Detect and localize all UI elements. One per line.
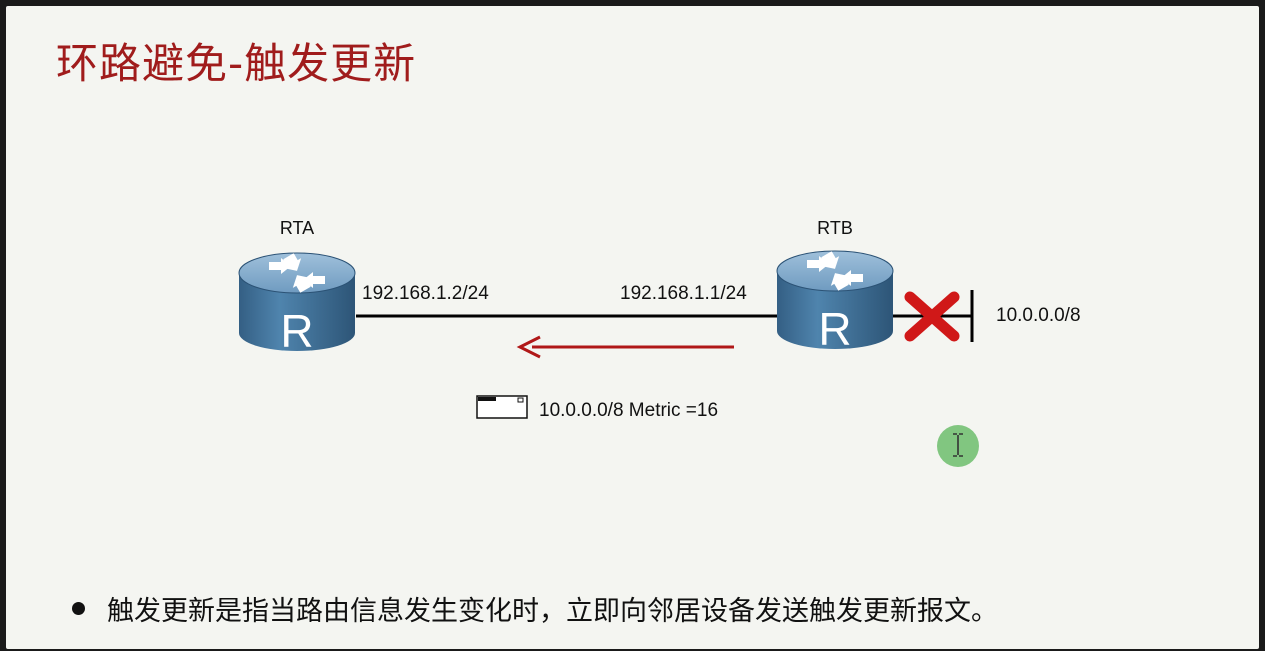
text-cursor-icon (953, 433, 963, 457)
rtb-interface-ip: 192.168.1.1/24 (620, 283, 747, 304)
rtb-label: RTB (817, 218, 853, 238)
router-icon: R (776, 250, 894, 355)
slide-title: 环路避免-触发更新 (56, 39, 417, 88)
rta-label: RTA (280, 218, 314, 238)
router-glyph: R (818, 303, 851, 355)
cross-icon (904, 291, 960, 342)
packet-icon (476, 395, 528, 419)
bullet-item: 触发更新是指当路由信息发生变化时，立即向邻居设备发送触发更新报文。 (72, 586, 998, 630)
bullet-dot (72, 601, 85, 615)
update-message-label: 10.0.0.0/8 Metric =16 (539, 400, 718, 421)
slide: 环路避免-触发更新 触发更新是指当路由信息发生变化时，立即向邻居设备发送触发更新… (6, 6, 1259, 649)
router-glyph: R (280, 305, 313, 357)
router-icon: R (238, 252, 356, 357)
bullet-text: 触发更新是指当路由信息发生变化时，立即向邻居设备发送触发更新报文。 (107, 595, 998, 627)
update-direction-arrow (516, 335, 734, 359)
rta-interface-ip: 192.168.1.2/24 (362, 283, 489, 304)
failed-network-label: 10.0.0.0/8 (996, 305, 1081, 326)
